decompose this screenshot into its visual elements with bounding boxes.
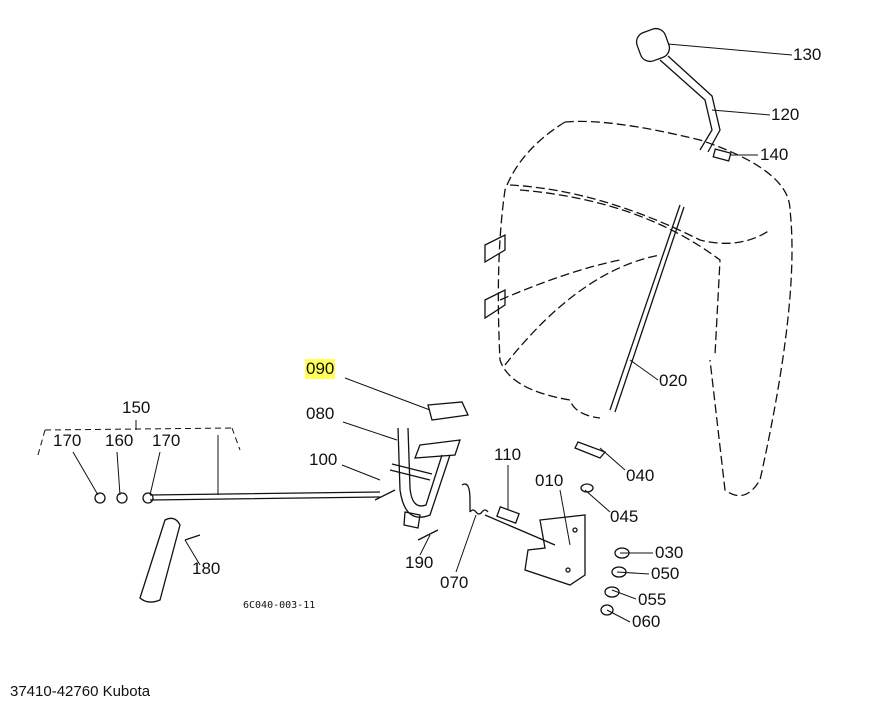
callout-030: 030	[655, 543, 684, 562]
callout-070: 070	[440, 573, 469, 592]
callout-090-highlighted: 090	[305, 359, 336, 379]
cover-tabs	[484, 233, 506, 320]
callout-080: 080	[306, 404, 335, 423]
callout-040: 040	[626, 466, 655, 485]
callout-120: 120	[771, 105, 800, 124]
callout-055: 055	[638, 590, 667, 609]
shift-lever	[609, 27, 732, 413]
assembly-bracket-150	[37, 420, 241, 495]
callout-170-right: 170	[152, 431, 181, 450]
callout-020: 020	[659, 371, 688, 390]
leader-lines	[72, 43, 793, 623]
drawing-code: 6C040-003-11	[243, 600, 316, 611]
callout-180: 180	[192, 559, 221, 578]
callout-010: 010	[535, 471, 564, 490]
brake-pedal	[389, 401, 469, 529]
callout-045: 045	[610, 507, 639, 526]
callout-130: 130	[793, 45, 822, 64]
callout-110: 110	[494, 445, 522, 464]
callout-060: 060	[632, 612, 661, 631]
callout-170-left: 170	[53, 431, 82, 450]
lever-bracket	[496, 506, 586, 586]
cotter-pins	[184, 489, 439, 541]
callout-190: 190	[405, 553, 434, 572]
washers	[574, 441, 630, 616]
callout-160: 160	[105, 431, 134, 450]
callout-140: 140	[760, 145, 789, 164]
callout-150: 150	[122, 398, 151, 417]
callout-100: 100	[309, 450, 338, 469]
part-number-caption: 37410-42760 Kubota	[10, 683, 151, 700]
dashboard-cover	[497, 120, 793, 497]
link-plate	[139, 517, 181, 603]
callout-050: 050	[651, 564, 680, 583]
pedal-rod	[94, 491, 381, 504]
